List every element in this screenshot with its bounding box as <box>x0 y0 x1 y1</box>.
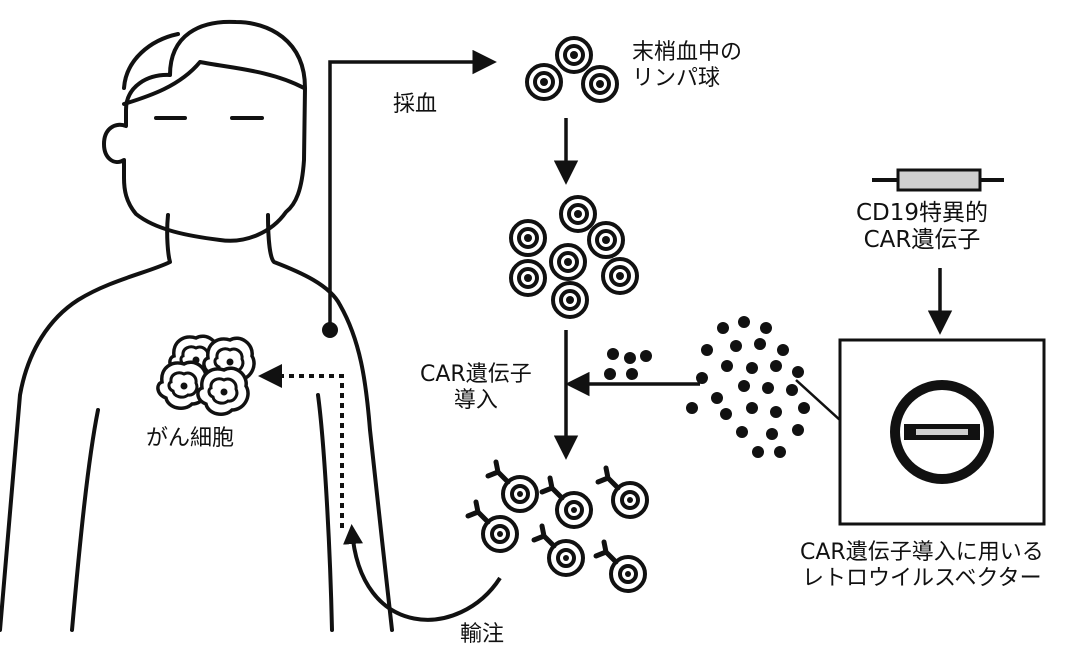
car-t-cells <box>468 462 647 591</box>
peripheral-lymphocytes-label: 末梢血中の リンパ球 <box>632 40 742 92</box>
blood-draw-label: 採血 <box>393 92 437 118</box>
cancer-cell-label: がん細胞 <box>146 426 234 452</box>
retrovirus-vector-line-1: CAR遺伝子導入に用いる <box>800 540 1044 566</box>
peripheral-lymphocytes-line-2: リンパ球 <box>632 66 742 92</box>
infusion-label: 輸注 <box>460 622 504 648</box>
car-t-path-arrowhead <box>258 364 282 388</box>
car-gene-transfer-label: CAR遺伝子 導入 <box>420 362 532 414</box>
retrovirus-vector-panel <box>796 340 1044 524</box>
retrovirus-vector-label: CAR遺伝子導入に用いる レトロウイルスベクター <box>800 540 1044 592</box>
virus-particles <box>604 316 810 458</box>
car-gene-transfer-line-1: CAR遺伝子 <box>420 362 532 388</box>
cd19-car-gene-line-1: CD19特異的 <box>856 200 988 227</box>
cd19-car-gene-line-2: CAR遺伝子 <box>856 227 988 254</box>
peripheral-lymphocytes-line-1: 末梢血中の <box>632 40 742 66</box>
cd19-car-gene-label: CD19特異的 CAR遺伝子 <box>856 200 988 254</box>
car-t-path-arrow <box>282 376 342 528</box>
retrovirus-vector-line-2: レトロウイルスベクター <box>800 566 1044 592</box>
cancer-cells <box>158 336 254 414</box>
car-gene-segment <box>872 170 1004 190</box>
lymphocyte-group-expanded <box>511 197 637 317</box>
lymphocyte-group-initial <box>527 38 617 101</box>
infusion-arrow <box>352 530 500 620</box>
car-gene-transfer-line-2: 導入 <box>420 388 532 414</box>
